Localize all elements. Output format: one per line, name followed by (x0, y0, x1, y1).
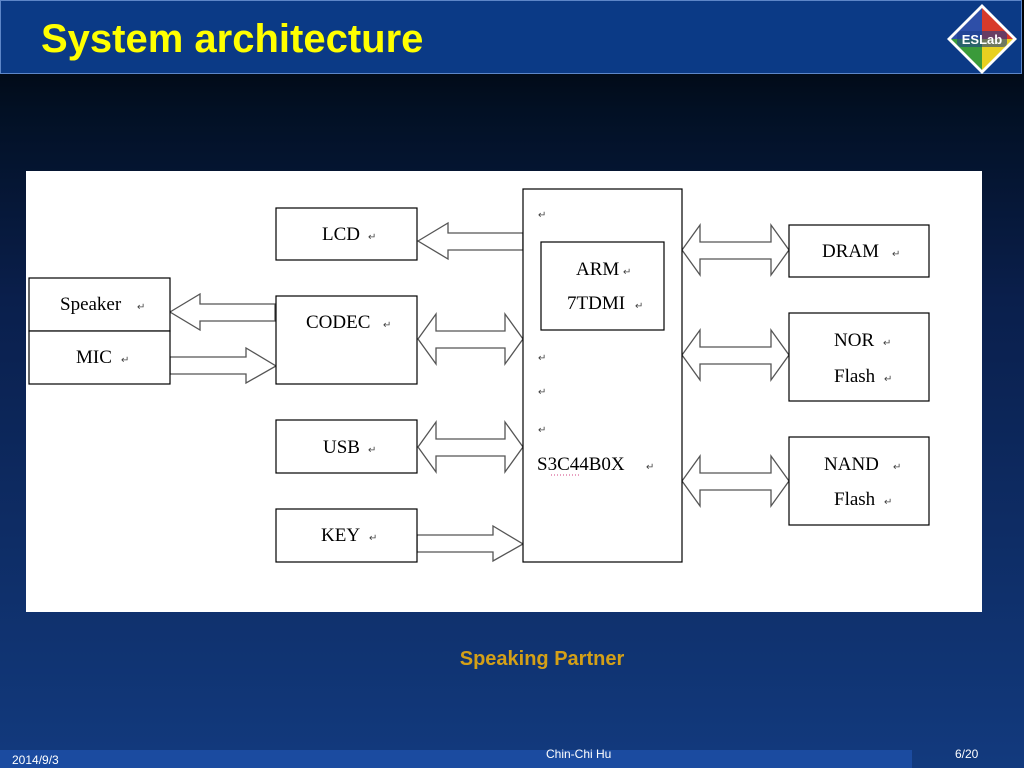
svg-text:↵: ↵ (538, 387, 546, 398)
usb-label: USB (323, 437, 360, 458)
arrow-mic-to-codec (169, 346, 278, 385)
svg-text:↵: ↵ (538, 353, 546, 364)
arrow-soc-nand (681, 453, 790, 509)
svg-text:↵: ↵ (893, 462, 901, 473)
svg-text:↵: ↵ (538, 210, 546, 221)
svg-text:↵: ↵ (369, 533, 377, 544)
architecture-diagram: .box { fill: #ffffff; stroke: #000000; s… (26, 171, 982, 612)
arrow-soc-to-lcd (416, 221, 524, 261)
key-box: KEY ↵ (275, 508, 418, 563)
arm-label-line1: ARM (576, 259, 619, 280)
nor-label-line2: Flash (834, 366, 876, 387)
soc-label: S3C44B0X (537, 454, 625, 475)
arm-core-box: ARM ↵ 7TDMI ↵ (540, 241, 665, 331)
key-label: KEY (321, 525, 360, 546)
svg-text:↵: ↵ (137, 302, 145, 313)
arrow-codec-soc (417, 311, 524, 367)
svg-text:↵: ↵ (635, 301, 643, 312)
nand-flash-box: NAND ↵ Flash ↵ (788, 436, 930, 526)
footer-date: 2014/9/3 (12, 753, 59, 767)
slide-header: System architecture ESLab (0, 0, 1022, 74)
svg-text:↵: ↵ (883, 338, 891, 349)
logo-text: ESLab (962, 32, 1003, 47)
svg-text:↵: ↵ (623, 267, 631, 278)
svg-text:↵: ↵ (383, 320, 391, 331)
svg-text:↵: ↵ (121, 355, 129, 366)
svg-text:↵: ↵ (368, 445, 376, 456)
dram-label: DRAM (822, 241, 879, 262)
svg-text:↵: ↵ (368, 232, 376, 243)
arrow-usb-soc (417, 419, 524, 475)
svg-text:↵: ↵ (884, 374, 892, 385)
arrow-soc-dram (681, 222, 790, 278)
mic-label: MIC (76, 347, 112, 368)
mic-box: MIC ↵ (28, 330, 171, 385)
diagram-caption: Speaking Partner (459, 648, 625, 670)
svg-text:↵: ↵ (646, 462, 654, 473)
slide-title: System architecture (41, 17, 424, 61)
lcd-box: LCD ↵ (275, 207, 418, 261)
footer-bar (0, 750, 912, 768)
speaker-label: Speaker (60, 294, 122, 315)
arrow-key-to-soc (416, 524, 525, 563)
codec-box: CODEC ↵ (275, 295, 418, 385)
arrow-soc-nor (681, 327, 790, 383)
arm-label-line2: 7TDMI (567, 293, 625, 314)
footer-author: Chin-Chi Hu (546, 747, 612, 761)
eslab-logo: ESLab (947, 4, 1017, 74)
speaker-box: Speaker ↵ (28, 277, 171, 332)
nor-label-line1: NOR (834, 330, 874, 351)
svg-text:↵: ↵ (884, 497, 892, 508)
svg-text:↵: ↵ (538, 425, 546, 436)
nand-label-line1: NAND (824, 454, 879, 475)
svg-text:↵: ↵ (892, 249, 900, 260)
codec-label: CODEC (306, 312, 370, 333)
lcd-label: LCD (322, 224, 360, 245)
nand-label-line2: Flash (834, 489, 876, 510)
usb-box: USB ↵ (275, 419, 418, 474)
arrow-codec-to-speaker (168, 292, 276, 332)
footer-page-number: 6/20 (955, 747, 979, 761)
dram-box: DRAM ↵ (788, 224, 930, 278)
nor-flash-box: NOR ↵ Flash ↵ (788, 312, 930, 402)
